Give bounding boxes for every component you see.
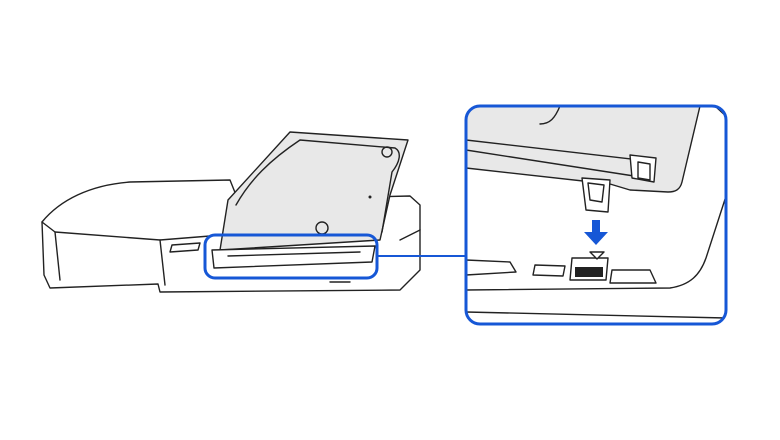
disc-drive: [219, 131, 409, 251]
alignment-triangle-icon: [589, 251, 605, 260]
zoomed-inset: [464, 104, 728, 326]
connector-port: [575, 267, 603, 277]
highlight-box-large: [464, 104, 728, 326]
console-illustration: [41, 131, 421, 293]
latch: [581, 177, 611, 213]
down-arrow-icon: [584, 220, 608, 245]
